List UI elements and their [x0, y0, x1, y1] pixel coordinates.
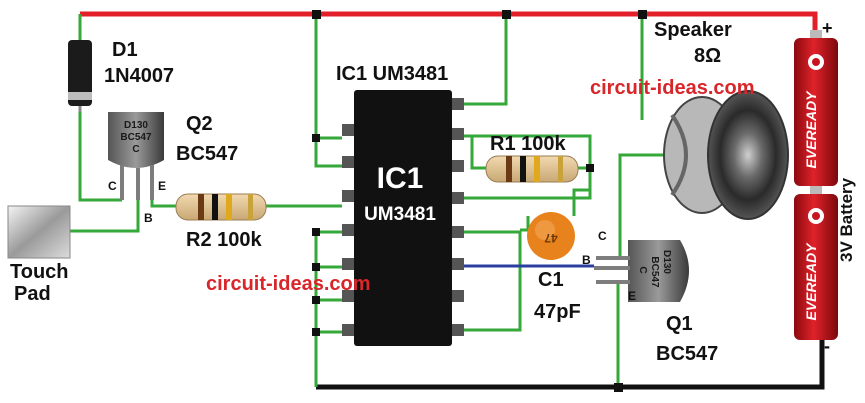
- wire-c1-right: [572, 188, 590, 216]
- wire-touch-pad: [70, 198, 140, 233]
- wire-ic-right-top: [462, 14, 508, 106]
- q2-marking-2: BC547: [120, 132, 152, 143]
- wire-c1: [462, 216, 530, 332]
- battery-minus: -: [824, 336, 830, 356]
- junction-dot: [312, 228, 320, 236]
- q2-marking-1: D130: [124, 120, 148, 131]
- q2-pin-c: C: [108, 179, 117, 193]
- wire-d1: [78, 14, 122, 202]
- q1-marking-2: BC547: [649, 256, 660, 288]
- q1-pin-b: B: [582, 253, 591, 267]
- speaker-value: 8Ω: [694, 45, 721, 67]
- wire-r1: [462, 134, 592, 200]
- junction-dot: [312, 296, 320, 304]
- junction-dot: [614, 383, 623, 392]
- q1-marking-3: C: [637, 266, 648, 273]
- q2-name: Q2: [186, 113, 213, 135]
- positive-rail: [80, 11, 818, 36]
- q2-marking-3: C: [132, 144, 139, 155]
- battery-top-brand: EVEREADY: [803, 90, 819, 169]
- resistor-r2: [175, 193, 267, 221]
- junction-dot: [312, 263, 320, 271]
- battery-top: EVEREADY: [794, 30, 838, 186]
- junction-dot: [502, 10, 511, 19]
- speaker: [663, 90, 789, 220]
- c1-value: 47pF: [534, 301, 581, 323]
- d1-name: D1: [112, 39, 138, 61]
- c1-name: C1: [538, 269, 564, 291]
- d1-part: 1N4007: [104, 65, 174, 87]
- q1-marking-1: D130: [661, 250, 672, 274]
- junction-dot: [638, 10, 647, 19]
- watermark-top: circuit-ideas.com: [590, 77, 755, 99]
- battery-bottom: EVEREADY: [794, 186, 838, 340]
- q1-part: BC547: [656, 343, 718, 365]
- ic1-body-label: IC1: [377, 162, 424, 195]
- speaker-name: Speaker: [654, 19, 732, 41]
- battery-label: 3V Battery: [837, 177, 856, 262]
- c1-marking: 47: [544, 231, 558, 245]
- q1-pin-e: E: [628, 289, 636, 303]
- junction-dot: [312, 328, 320, 336]
- q1-pin-c: C: [598, 229, 607, 243]
- transistor-q1: D130 BC547 C: [594, 240, 689, 302]
- q2-pin-b: B: [144, 211, 153, 225]
- ground-rail: [316, 338, 825, 390]
- diode-d1: [68, 40, 92, 112]
- r1-label: R1 100k: [490, 133, 566, 155]
- q1-name: Q1: [666, 313, 693, 335]
- resistor-r1: [485, 155, 579, 183]
- ic1-chip: IC1 UM3481: [342, 90, 464, 346]
- ic1-header: IC1 UM3481: [336, 63, 448, 85]
- junction-dot: [312, 134, 320, 142]
- battery-bottom-brand: EVEREADY: [803, 242, 819, 321]
- q2-pin-e: E: [158, 179, 166, 193]
- junction-dot: [586, 164, 594, 172]
- wiring: [70, 10, 825, 392]
- watermark-bottom: circuit-ideas.com: [206, 273, 371, 295]
- labels: D1 1N4007 Q2 BC547 C E B R2 100k Touch P…: [10, 18, 856, 365]
- r2-label: R2 100k: [186, 229, 262, 251]
- touch-pad-label-2: Pad: [14, 283, 51, 305]
- junction-dot: [312, 10, 321, 19]
- touch-pad: [7, 205, 71, 259]
- transistor-q2: D130 BC547 C: [108, 112, 164, 200]
- wire-q1-emitter: [596, 280, 620, 387]
- wire-ic-top: [314, 14, 342, 168]
- ic1-body-part: UM3481: [364, 204, 436, 225]
- wire-ic-bottom: [314, 230, 342, 387]
- q2-part: BC547: [176, 143, 238, 165]
- touch-pad-label-1: Touch: [10, 261, 69, 283]
- capacitor-c1: 47: [527, 212, 575, 260]
- battery-plus: +: [822, 18, 833, 38]
- wire-q2-emitter: [150, 198, 176, 208]
